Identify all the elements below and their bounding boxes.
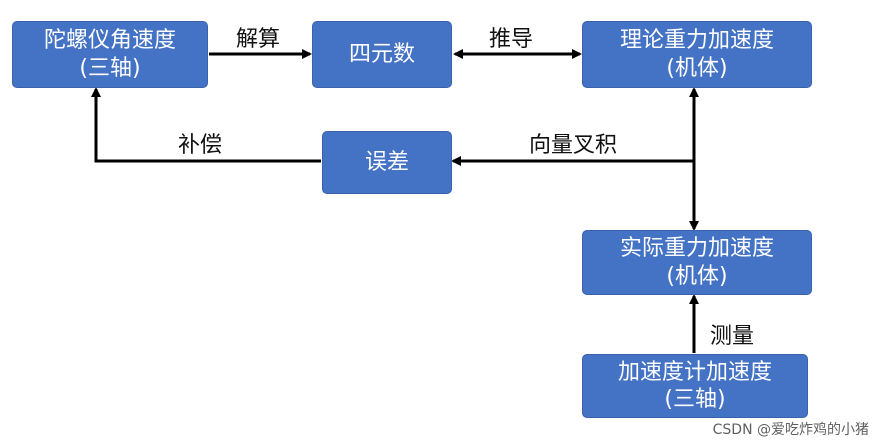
arrow-error-to-gyro xyxy=(91,87,321,163)
label-compensate: 补偿 xyxy=(178,133,223,158)
node-theoretical-gravity: 理论重力加速度 (机体) xyxy=(582,21,812,88)
node-actual-line2: (机体) xyxy=(666,263,728,289)
node-gyro-line1: 陀螺仪角速度 xyxy=(43,28,176,53)
watermark: CSDN @爱吃炸鸡的小猪 xyxy=(712,422,869,438)
node-gyro-line2: (三轴) xyxy=(79,55,141,81)
label-cross-product: 向量叉积 xyxy=(529,133,618,158)
node-actual-line1: 实际重力加速度 xyxy=(619,236,774,261)
node-accel-line1: 加速度计加速度 xyxy=(617,359,772,385)
node-error: 误差 xyxy=(322,131,452,194)
label-solve: 解算 xyxy=(236,27,281,52)
node-quat-line1: 四元数 xyxy=(348,41,415,67)
node-theory-line2: (机体) xyxy=(666,55,728,81)
label-derive: 推导 xyxy=(489,27,534,52)
node-accelerometer: 加速度计加速度 (三轴) xyxy=(582,354,808,418)
label-measure: 测量 xyxy=(710,324,755,349)
node-error-line1: 误差 xyxy=(364,149,409,175)
node-quaternion: 四元数 xyxy=(312,21,452,88)
node-theory-line1: 理论重力加速度 xyxy=(619,28,774,53)
node-accel-line2: (三轴) xyxy=(664,387,726,412)
node-gyro-angular-velocity: 陀螺仪角速度 (三轴) xyxy=(12,21,208,88)
node-actual-gravity: 实际重力加速度 (机体) xyxy=(582,230,812,295)
